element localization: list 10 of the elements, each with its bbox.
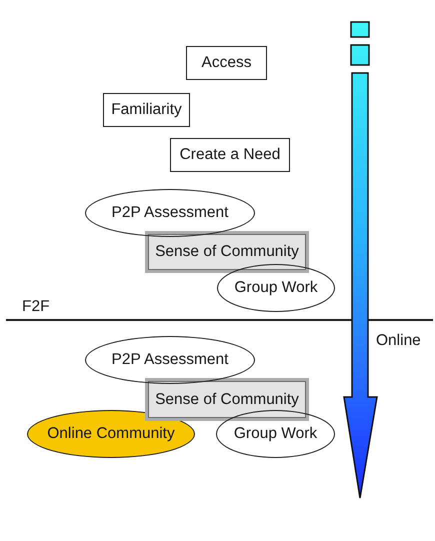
concept-ellipse: Group Work: [216, 410, 335, 458]
region-label: Online: [376, 332, 421, 350]
concept-ellipse: Group Work: [217, 264, 335, 312]
region-label: F2F: [22, 298, 50, 316]
shaded-concept-box: Sense of Community: [145, 231, 309, 273]
shaded-concept-box: Sense of Community: [145, 378, 309, 421]
concept-box: Create a Need: [170, 138, 290, 172]
concept-box: Familiarity: [103, 93, 190, 127]
concept-box: Access: [186, 46, 267, 80]
highlighted-ellipse: Online Community: [27, 410, 195, 458]
